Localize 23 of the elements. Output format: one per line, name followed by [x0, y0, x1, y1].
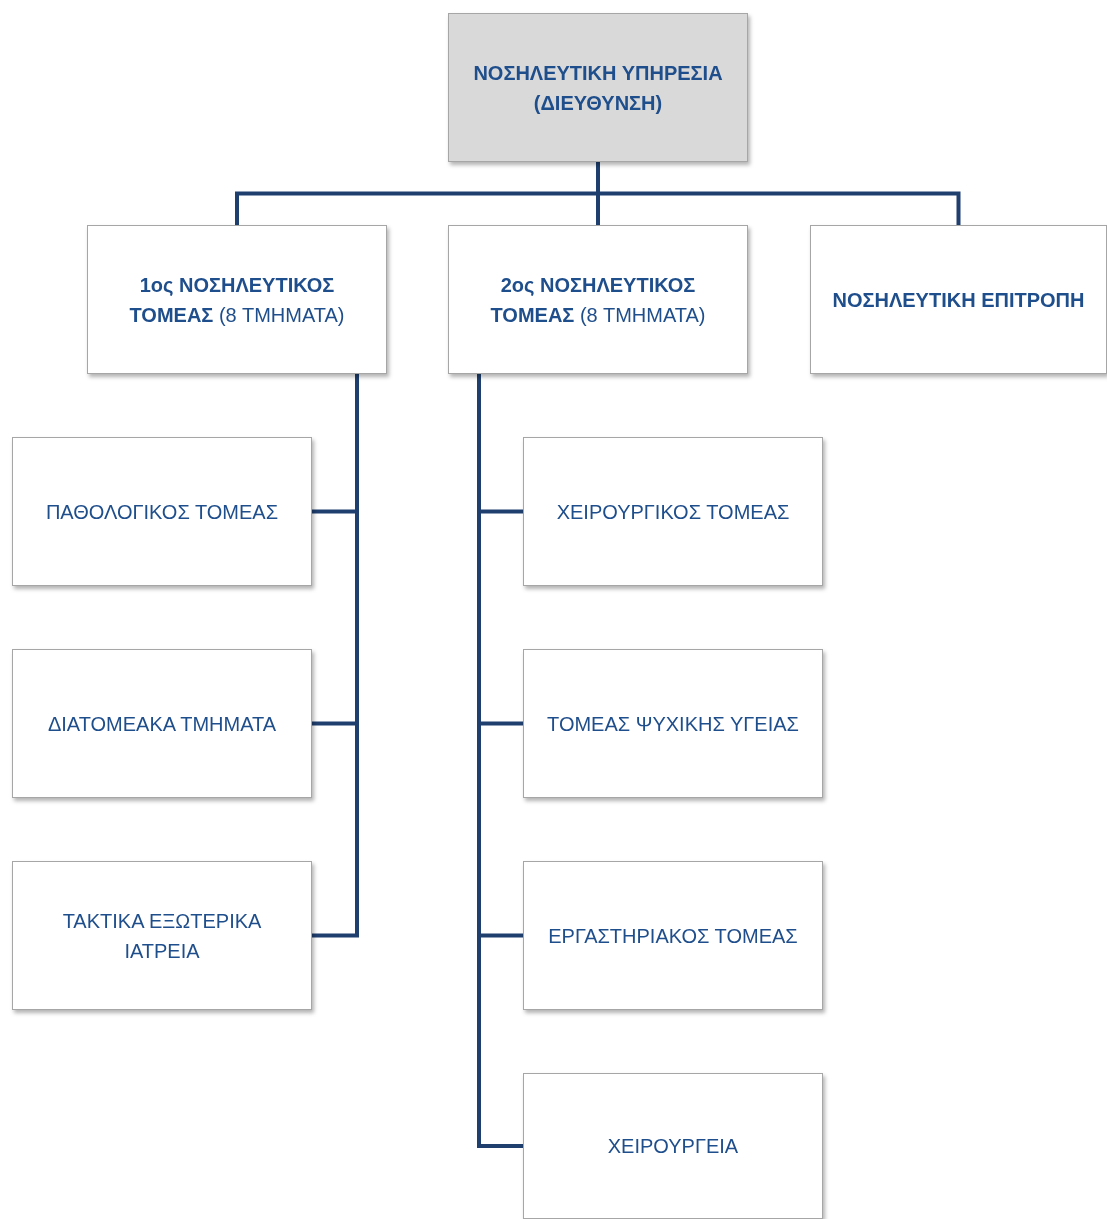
org-box	[12, 649, 312, 798]
org-box	[12, 437, 312, 586]
box-label: ΝΟΣΗΛΕΥΤΙΚΗ ΥΠΗΡΕΣΙΑ (ΔΙΕΥΘΥΝΣΗ)	[472, 60, 724, 116]
org-box	[448, 225, 748, 374]
box-label: 2ος ΝΟΣΗΛΕΥΤΙΚΟΣ ΤΟΜΕΑΣ (8 ΤΜΗΜΑΤΑ)	[489, 272, 707, 328]
box-label: ΧΕΙΡΟΥΡΓΕΙΑ	[607, 1134, 739, 1159]
org-box	[448, 13, 748, 162]
org-box	[810, 225, 1107, 374]
org-box	[87, 225, 387, 374]
org-box	[523, 861, 823, 1010]
org-box	[523, 437, 823, 586]
box-label: ΤΑΚΤΙΚΑ ΕΞΩΤΕΡΙΚΑ ΙΑΤΡΕΙΑ	[61, 908, 263, 964]
box-label: ΕΡΓΑΣΤΗΡΙΑΚΟΣ ΤΟΜΕΑΣ	[548, 923, 798, 949]
box-label: ΠΑΘΟΛΟΓΙΚΟΣ ΤΟΜΕΑΣ	[45, 499, 279, 525]
box-label: 1ος ΝΟΣΗΛΕΥΤΙΚΟΣ ΤΟΜΕΑΣ (8 ΤΜΗΜΑΤΑ)	[128, 272, 346, 328]
org-box	[12, 861, 312, 1010]
box-label: ΝΟΣΗΛΕΥΤΙΚΗ ΕΠΙΤΡΟΠΗ	[832, 287, 1085, 313]
org-box	[523, 649, 823, 798]
org-box	[523, 1073, 823, 1219]
box-label: ΧΕΙΡΟΥΡΓΙΚΟΣ ΤΟΜΕΑΣ	[556, 499, 790, 525]
box-label: ΔΙΑΤΟΜΕΑΚΑ ΤΜΗΜΑΤΑ	[47, 711, 277, 737]
connector-line	[596, 162, 961, 225]
box-label: ΤΟΜΕΑΣ ΨΥΧΙΚΗΣ ΥΓΕΙΑΣ	[547, 711, 799, 737]
